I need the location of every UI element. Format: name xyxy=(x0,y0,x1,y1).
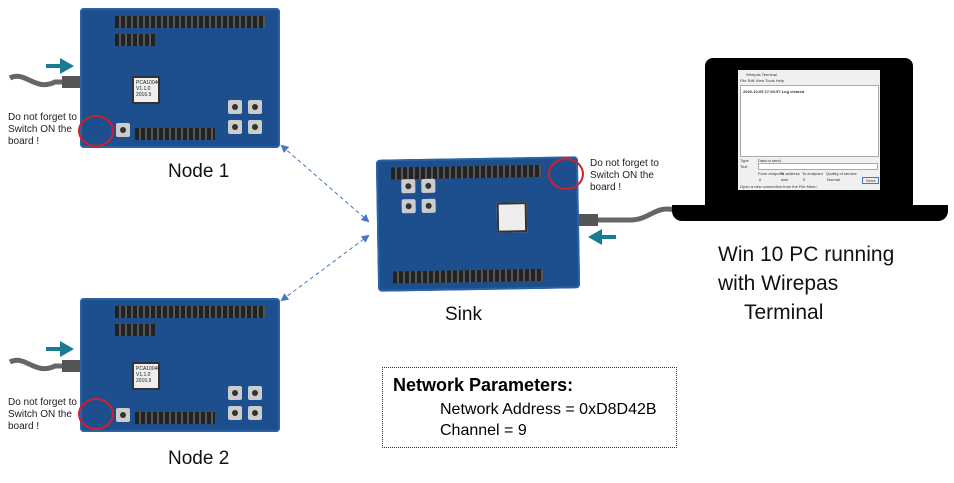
node2-label: Node 2 xyxy=(168,448,230,469)
sink-label: Sink xyxy=(445,304,482,325)
network-title: Network Parameters: xyxy=(393,375,574,395)
usb-cable-sink xyxy=(580,206,676,223)
usb-cable-node1 xyxy=(8,73,78,87)
usb-cable-node2 xyxy=(8,357,78,371)
power-switch-highlight xyxy=(78,398,114,430)
node1-label: Node 1 xyxy=(168,161,230,182)
wirepas-terminal-window: Wirepas Terminal File Edit View Tools He… xyxy=(738,70,880,190)
network-channel: Channel = 9 xyxy=(440,422,527,439)
arrow-icon xyxy=(588,229,616,245)
arrow-icon xyxy=(46,58,74,74)
arrow-icon xyxy=(46,341,74,357)
power-switch-highlight xyxy=(78,115,114,147)
network-parameters-box: Network Parameters: Network Address = 0x… xyxy=(382,367,677,448)
power-switch-highlight xyxy=(548,158,584,190)
link-node2-sink xyxy=(280,234,370,302)
link-node1-sink xyxy=(280,144,370,223)
send-button: Send xyxy=(862,177,880,184)
network-address: Network Address = 0xD8D42B xyxy=(440,401,657,418)
